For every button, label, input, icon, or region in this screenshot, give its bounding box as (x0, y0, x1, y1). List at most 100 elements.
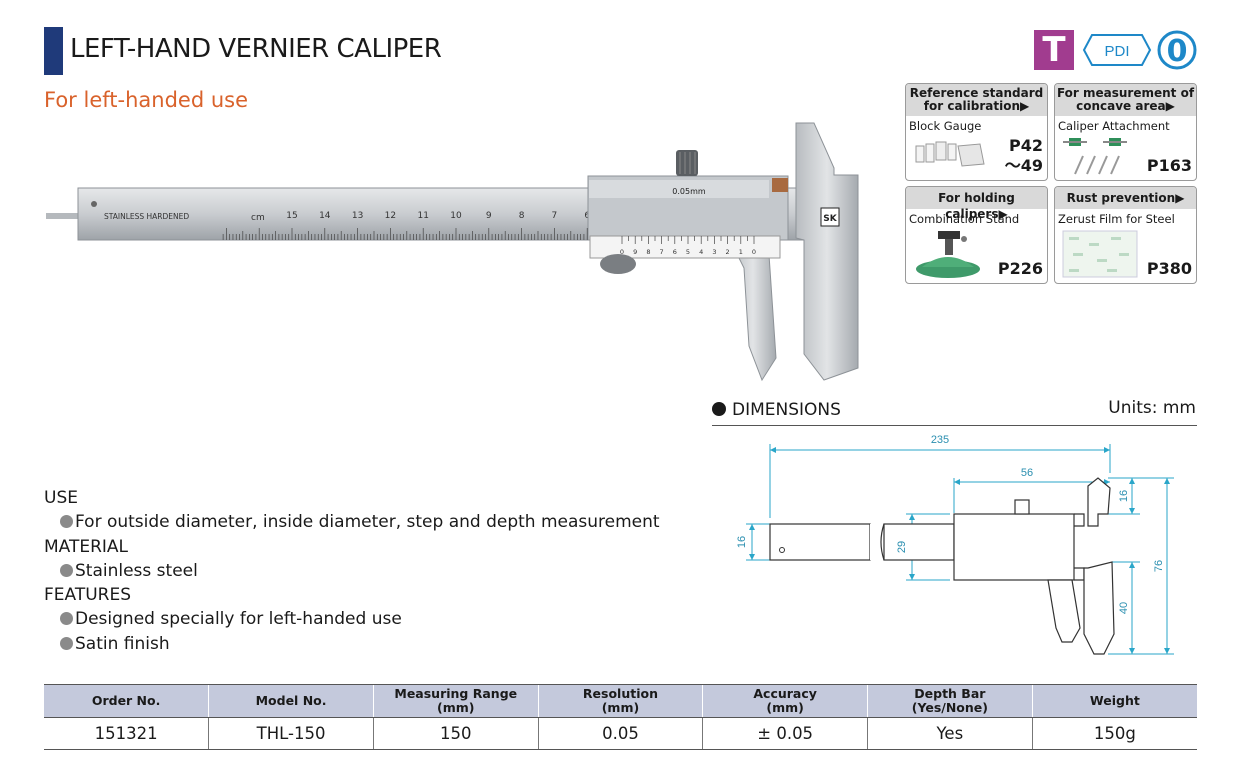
cell-resolution: 0.05 (537, 717, 703, 750)
vernier-number: 5 (686, 248, 690, 256)
beam-hole (91, 201, 97, 207)
t-badge-icon: T (1034, 30, 1074, 70)
scale-number: 6 (584, 211, 590, 221)
material-heading: MATERIAL (44, 536, 129, 557)
vernier-numbers: 0 9 8 7 6 5 4 3 2 1 0 (620, 248, 756, 256)
accessory-card-block-gauge[interactable]: Reference standard for calibration▶ Bloc… (905, 83, 1048, 181)
dimension-drawing: 235 56 16 16 29 76 40 (736, 434, 1174, 655)
scale-number: 8 (519, 211, 525, 221)
brand-logo (820, 207, 840, 227)
header-accuracy: Accuracy(mm) (702, 684, 868, 718)
resolution-engraving: 0.05mm (672, 187, 706, 196)
pdi-badge-text: PDI (1104, 43, 1129, 60)
units-label: Units: mm (1108, 398, 1196, 418)
vernier-number: 1 (739, 248, 743, 256)
scale-number: 10 (450, 211, 462, 221)
scale-number: 14 (319, 211, 331, 221)
accessory-card-zerust-film[interactable]: Rust prevention▶ Zerust Film for Steel P… (1054, 186, 1197, 284)
scale-number: 15 (286, 211, 297, 221)
sliding-jaw (729, 239, 777, 382)
card-page-line1: P226 (997, 259, 1043, 278)
card-page-line1: P380 (1146, 259, 1192, 278)
vernier-number: 0 (620, 248, 624, 256)
card-item: Combination Stand (909, 212, 1020, 226)
pdi-badge-icon: PDI (1082, 34, 1152, 66)
vernier-number: 6 (673, 248, 677, 256)
cell-depth-bar: Yes (867, 717, 1033, 750)
dim-beam-width: 16 (736, 536, 748, 548)
header-measuring-range: Measuring Range(mm) (372, 684, 539, 718)
header-model-no: Model No. (208, 684, 374, 718)
cell-model-no: THL-150 (208, 717, 374, 750)
card-heading: For measurement of concave area▶ (1055, 84, 1196, 116)
zero-badge-icon: 0 (1157, 30, 1197, 70)
bullet-dot-icon (712, 402, 726, 416)
zerust-film-image (1062, 230, 1138, 278)
brand-logo-text: SK (823, 214, 837, 224)
title-accent-bar (44, 27, 63, 75)
dim-slider-height: 29 (896, 541, 908, 553)
accessory-card-combination-stand[interactable]: For holding calipers▶ Combination Stand … (905, 186, 1048, 284)
material-item: Stainless steel (44, 559, 660, 583)
table-row: 151321 THL-150 150 0.05 ± 0.05 Yes 150g (44, 717, 1197, 750)
product-description: USE For outside diameter, inside diamete… (44, 486, 660, 656)
vernier-number: 9 (633, 248, 637, 256)
vernier-number: 7 (660, 248, 664, 256)
page-title: LEFT-HAND VERNIER CALIPER (70, 34, 442, 64)
cell-measuring-range: 150 (372, 717, 539, 750)
spec-table: Order No. Model No. Measuring Range(mm) … (44, 684, 1197, 750)
card-item: Zerust Film for Steel (1058, 212, 1175, 226)
lock-screw (772, 178, 788, 192)
main-scale-unit: cm (251, 213, 265, 223)
features-heading: FEATURES (44, 585, 132, 606)
scale-number: 12 (385, 211, 396, 221)
page-subtitle: For left-handed use (44, 88, 248, 112)
card-page-line2: 〜49 (1004, 156, 1043, 175)
features-item: Designed specially for left-handed use (44, 607, 660, 631)
slider-window (589, 180, 769, 198)
accessory-card-caliper-attachment[interactable]: For measurement of concave area▶ Caliper… (1054, 83, 1197, 181)
features-item: Satin finish (44, 632, 660, 656)
vernier-number: 3 (712, 248, 716, 256)
thumb-knob (676, 150, 698, 176)
card-page-line1: P163 (1146, 156, 1192, 175)
header-resolution: Resolution(mm) (537, 684, 703, 718)
depth-bar (46, 213, 82, 219)
combination-stand-image (916, 231, 980, 278)
vernier-number: 0 (752, 248, 756, 256)
spec-header-row: Order No. Model No. Measuring Range(mm) … (44, 684, 1197, 718)
card-page-ref[interactable]: P226 (998, 259, 1043, 279)
beam-engraving: STAINLESS HARDENED (104, 212, 189, 221)
vernier-ticks (621, 236, 755, 244)
cell-accuracy: ± 0.05 (702, 717, 868, 750)
caliper-photo: STAINLESS HARDENED 151413121110987654321… (46, 122, 859, 382)
card-item: Block Gauge (909, 119, 982, 133)
dim-overall-length: 235 (931, 434, 949, 446)
card-page-ref[interactable]: P380 (1147, 259, 1192, 279)
card-page-line1: P42 (1009, 136, 1043, 155)
card-heading: Reference standard for calibration▶ (906, 84, 1047, 116)
card-heading: For holding calipers▶ (906, 187, 1047, 221)
header-weight: Weight (1031, 684, 1197, 718)
card-item: Caliper Attachment (1058, 119, 1170, 133)
vernier-number: 2 (726, 248, 730, 256)
header-order-no: Order No. (44, 684, 209, 718)
dimensions-rule (712, 425, 1197, 426)
use-heading: USE (44, 488, 78, 508)
scale-number: 13 (352, 211, 363, 221)
block-gauge-image (915, 141, 985, 167)
card-page-ref[interactable]: P42 〜49 (1005, 136, 1043, 176)
dimensions-heading: DIMENSIONS (712, 400, 841, 420)
scale-number: 9 (486, 211, 492, 221)
dimensions-heading-text: DIMENSIONS (732, 400, 841, 420)
header-depth-bar: Depth Bar(Yes/None) (867, 684, 1033, 718)
cell-order-no[interactable]: 151321 (44, 717, 209, 750)
card-page-ref[interactable]: P163 (1147, 156, 1192, 176)
dim-jaw-length: 40 (1118, 602, 1130, 614)
vernier-number: 4 (699, 248, 703, 256)
vernier-plate (589, 235, 781, 259)
card-heading: Rust prevention▶ (1055, 187, 1196, 209)
zero-badge-text: 0 (1167, 34, 1188, 69)
vernier-number: 8 (646, 248, 650, 256)
dim-total-height: 76 (1153, 560, 1165, 572)
